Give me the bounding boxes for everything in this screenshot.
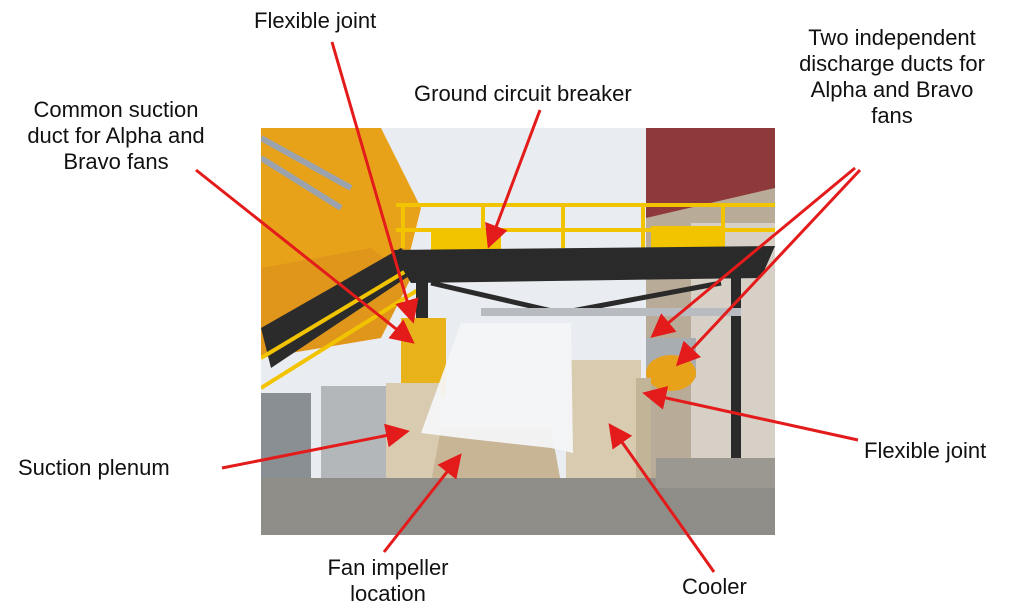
equipment-photo <box>261 128 775 535</box>
fan-impeller-line-1: Fan impeller <box>327 555 449 580</box>
discharge-ducts-label: Two independent discharge ducts for Alph… <box>770 25 1014 129</box>
suction-plenum-label: Suction plenum <box>18 455 170 480</box>
flexible-joint-top-label: Flexible joint <box>254 8 377 33</box>
discharge-line-2: discharge ducts for <box>799 51 985 76</box>
common-suction-line-1: Common suction <box>33 97 199 122</box>
discharge-line-3: Alpha and Bravo <box>810 77 974 102</box>
flexible-joint-right-label: Flexible joint <box>864 438 987 463</box>
ground-breaker-label: Ground circuit breaker <box>414 81 632 106</box>
common-suction-line-2: duct for Alpha and <box>27 123 205 148</box>
photo-illustration <box>261 128 775 535</box>
common-suction-label: Common suction duct for Alpha and Bravo … <box>0 97 232 175</box>
discharge-line-1: Two independent <box>808 25 976 50</box>
fan-impeller-line-2: location <box>350 581 426 606</box>
discharge-line-4: fans <box>871 103 913 128</box>
fan-impeller-label: Fan impeller location <box>300 555 476 607</box>
common-suction-line-3: Bravo fans <box>63 149 169 174</box>
cooler-label: Cooler <box>682 574 747 599</box>
